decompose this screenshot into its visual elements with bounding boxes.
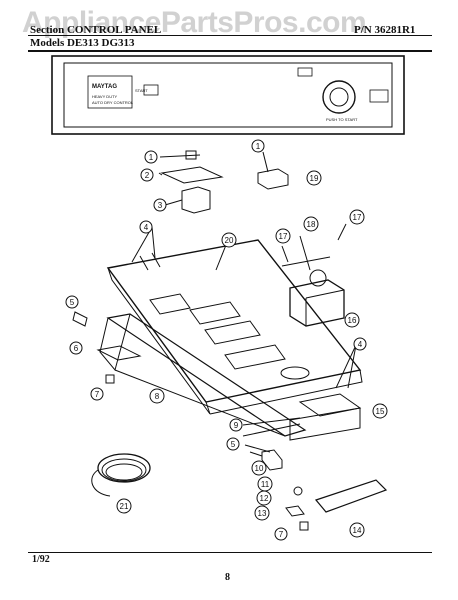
callout-12: 12 (256, 490, 272, 506)
callout-17b: 17 (349, 209, 365, 225)
callout-5b: 5 (226, 437, 240, 451)
svg-text:10: 10 (255, 464, 264, 473)
callout-13: 13 (254, 505, 270, 521)
svg-text:2: 2 (145, 171, 150, 180)
pin-17a (281, 245, 289, 263)
callout-11: 11 (257, 476, 273, 492)
callout-4: 4 (139, 220, 153, 234)
callout-18: 18 (303, 216, 319, 232)
callout-15: 15 (372, 403, 388, 419)
svg-text:14: 14 (353, 526, 362, 535)
knob-part-2 (160, 166, 224, 184)
clip-7 (105, 374, 115, 384)
svg-text:12: 12 (260, 494, 269, 503)
wire-harness-21 (91, 453, 151, 497)
callout-4b: 4 (353, 337, 367, 351)
bracket-6 (96, 345, 142, 361)
callout-3: 3 (153, 198, 167, 212)
callout-16: 16 (344, 312, 360, 328)
callout-7b: 7 (274, 527, 288, 541)
svg-text:18: 18 (307, 220, 316, 229)
svg-text:15: 15 (376, 407, 385, 416)
section-title: Section CONTROL PANEL (30, 24, 162, 36)
svg-text:13: 13 (258, 509, 267, 518)
svg-text:11: 11 (261, 480, 270, 489)
callout-14: 14 (349, 522, 365, 538)
bracket-5 (72, 311, 88, 327)
motor-housing (289, 407, 361, 441)
knob-13 (285, 505, 305, 517)
washer-12 (293, 486, 303, 496)
clip-7b (299, 521, 309, 531)
svg-text:6: 6 (74, 344, 79, 353)
control-panel-front (51, 55, 405, 135)
knob-11 (261, 449, 283, 471)
svg-text:5: 5 (231, 440, 236, 449)
svg-text:21: 21 (120, 502, 129, 511)
callout-2: 2 (140, 168, 154, 182)
callout-17a: 17 (275, 228, 291, 244)
callout-19: 19 (306, 170, 322, 186)
part-number: P/N 36281R1 (354, 24, 416, 36)
callout-9: 9 (229, 418, 243, 432)
callout-6: 6 (69, 341, 83, 355)
footer-rule (28, 552, 432, 553)
pin-17b (337, 223, 347, 241)
callout-1b: 1 (251, 139, 265, 153)
svg-text:7: 7 (279, 530, 284, 539)
callout-1: 1 (144, 150, 158, 164)
panel-feature-1: HEAVY DUTY (92, 94, 118, 99)
header-rule-bottom (28, 50, 432, 52)
svg-text:20: 20 (225, 236, 234, 245)
rod-18 (299, 235, 311, 271)
callout-21: 21 (116, 498, 132, 514)
models-label: Models DE313 DG313 (30, 37, 135, 49)
watermark: AppliancePartsPros.com (22, 6, 367, 39)
svg-text:1: 1 (149, 153, 154, 162)
timer-16 (281, 256, 345, 327)
panel-brand: MAYTAG (92, 84, 117, 90)
svg-text:3: 3 (158, 201, 163, 210)
bracket-14 (314, 479, 388, 513)
callout-8: 8 (149, 388, 165, 404)
svg-text:19: 19 (310, 174, 319, 183)
page-number: 8 (225, 572, 230, 583)
svg-text:17: 17 (353, 213, 362, 222)
header-rule (28, 35, 432, 36)
svg-text:4: 4 (144, 223, 149, 232)
panel-feature-2: AUTO DRY CONTROL (92, 100, 134, 105)
svg-text:4: 4 (358, 340, 363, 349)
svg-text:16: 16 (348, 316, 357, 325)
callout-20: 20 (221, 232, 237, 248)
switch-part-3 (181, 186, 211, 214)
callout-7: 7 (90, 387, 104, 401)
lower-panel-8 (99, 313, 307, 437)
svg-text:17: 17 (279, 232, 288, 241)
svg-text:7: 7 (95, 390, 100, 399)
svg-text:9: 9 (234, 421, 239, 430)
panel-start: START (135, 88, 148, 93)
callout-5: 5 (65, 295, 79, 309)
svg-text:8: 8 (155, 392, 160, 401)
callout-10: 10 (251, 460, 267, 476)
console-panel-20 (106, 239, 363, 415)
screw-1 (159, 150, 201, 160)
svg-text:1: 1 (256, 142, 261, 151)
svg-text:5: 5 (70, 298, 75, 307)
component-19 (257, 168, 289, 190)
panel-push-start: PUSH TO START (326, 117, 358, 122)
revision-date: 1/92 (32, 554, 50, 565)
